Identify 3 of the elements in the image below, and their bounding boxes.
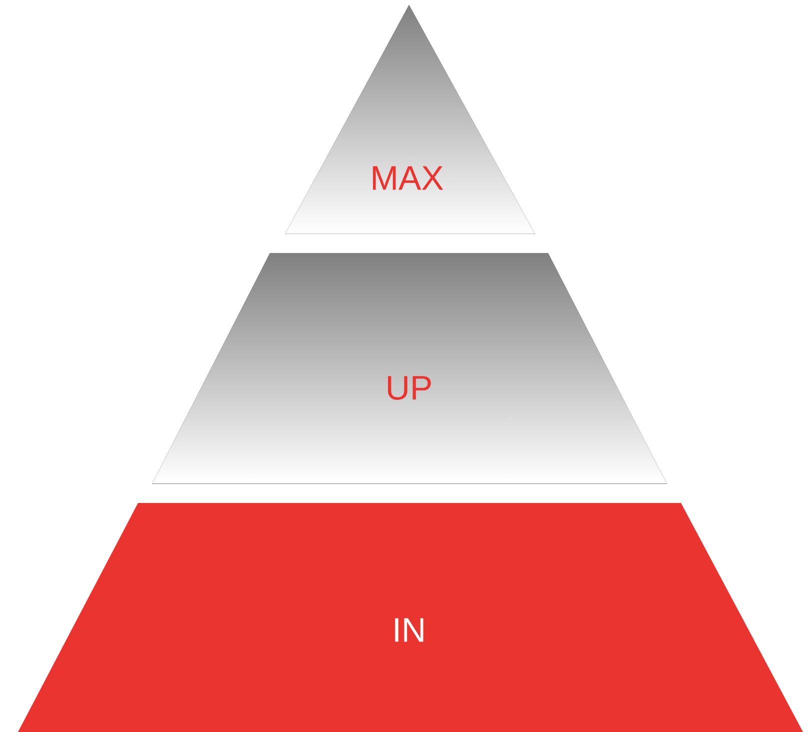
pyramid-tier: UP <box>152 253 667 484</box>
pyramid-tier: IN <box>18 503 803 732</box>
pyramid-tier: MAX <box>285 5 535 234</box>
